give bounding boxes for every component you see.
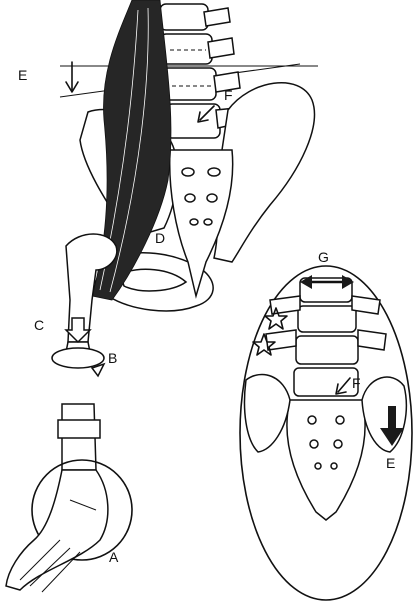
- label-g: G: [318, 249, 329, 265]
- label-e-inset: E: [386, 455, 395, 471]
- label-c: C: [34, 317, 44, 333]
- label-f-spine: F: [224, 87, 233, 103]
- label-f-inset: F: [352, 375, 361, 391]
- label-d: D: [155, 230, 165, 246]
- label-b: B: [108, 350, 117, 366]
- label-e-tilt: E: [18, 67, 27, 83]
- label-a: A: [109, 549, 119, 565]
- rotation-arrow-b: [52, 348, 104, 376]
